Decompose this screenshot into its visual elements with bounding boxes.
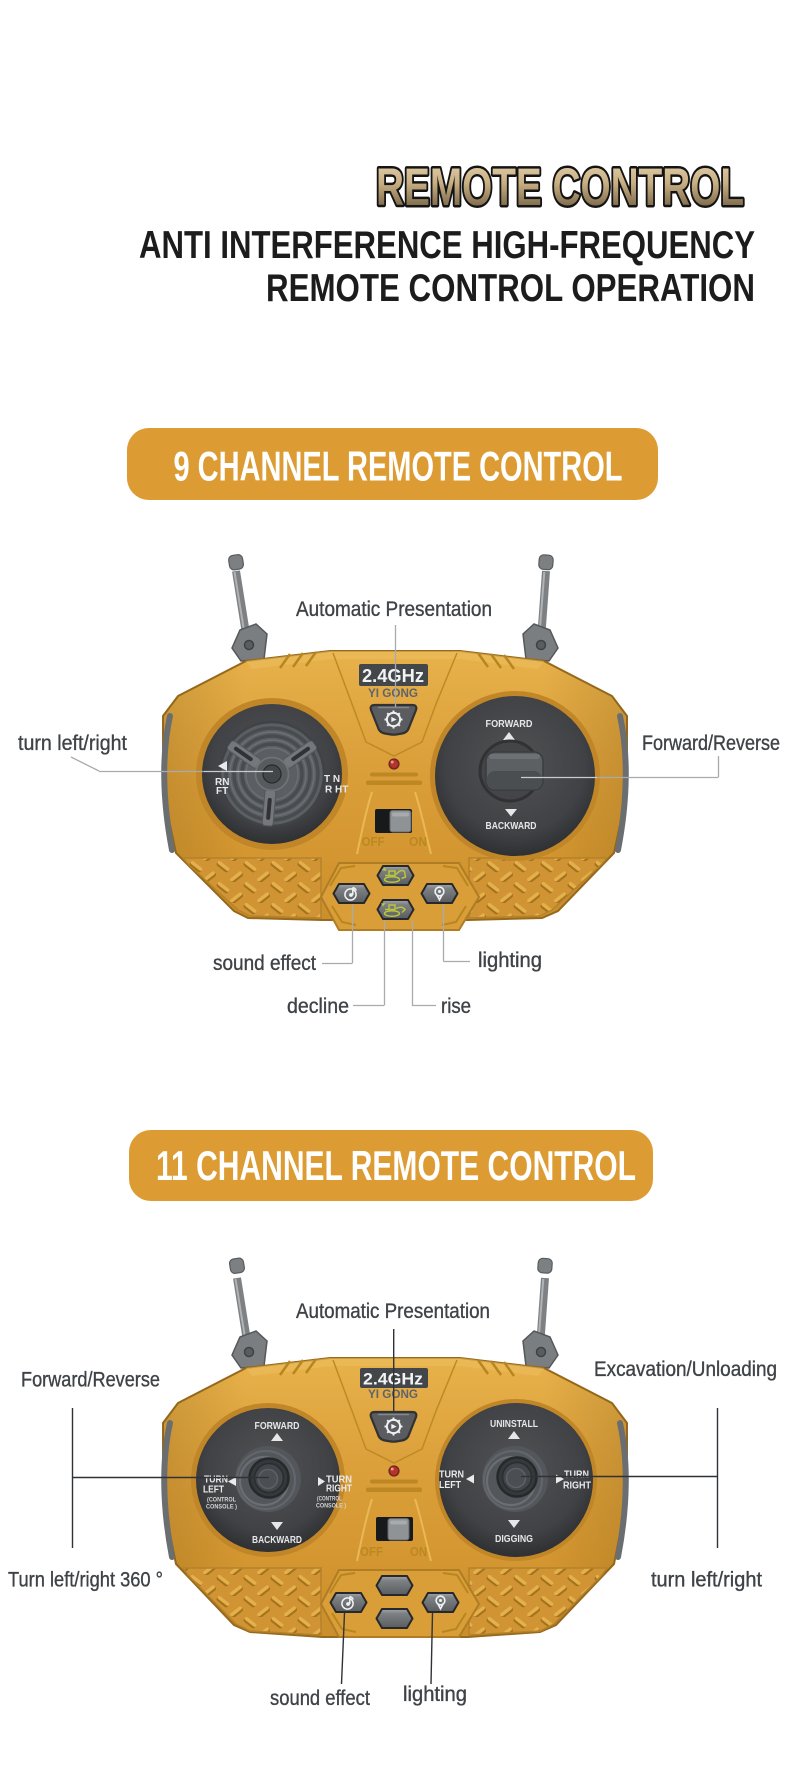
svg-text:REMOTE CONTROL: REMOTE CONTROL	[376, 158, 744, 217]
svg-text:TURN: TURN	[439, 1470, 464, 1481]
svg-text:Automatic Presentation: Automatic Presentation	[296, 1300, 490, 1323]
svg-text:9 CHANNEL REMOTE CONTROL: 9 CHANNEL REMOTE CONTROL	[174, 443, 623, 490]
svg-text:R HT: R HT	[325, 785, 348, 796]
svg-text:BACKWARD: BACKWARD	[252, 1535, 302, 1546]
svg-text:TURN: TURN	[326, 1475, 352, 1486]
svg-text:Excavation/Unloading: Excavation/Unloading	[594, 1358, 777, 1381]
svg-text:FT: FT	[216, 786, 228, 797]
svg-text:Automatic Presentation: Automatic Presentation	[296, 598, 492, 621]
svg-text:rise: rise	[441, 995, 471, 1018]
svg-text:decline: decline	[287, 995, 349, 1018]
svg-text:LEFT: LEFT	[203, 1484, 224, 1495]
svg-text:lighting: lighting	[478, 949, 542, 972]
svg-text:ANTI INTERFERENCE HIGH-FREQUEN: ANTI INTERFERENCE HIGH-FREQUENCY	[139, 224, 755, 267]
svg-text:T N: T N	[324, 774, 340, 785]
svg-text:UNINSTALL: UNINSTALL	[490, 1419, 538, 1430]
svg-text:(CONTROL: (CONTROL	[207, 1497, 236, 1504]
svg-text:FORWARD: FORWARD	[255, 1421, 300, 1432]
svg-text:OFF: OFF	[362, 834, 385, 849]
svg-text:TURN: TURN	[564, 1470, 589, 1481]
svg-text:CONSOLE ): CONSOLE )	[316, 1503, 346, 1510]
svg-text:REMOTE CONTROL OPERATION: REMOTE CONTROL OPERATION	[266, 267, 755, 310]
svg-text:LEFT: LEFT	[439, 1480, 461, 1491]
svg-text:Forward/Reverse: Forward/Reverse	[21, 1369, 160, 1392]
svg-text:Turn left/right 360 °: Turn left/right 360 °	[8, 1569, 163, 1592]
svg-text:Forward/Reverse: Forward/Reverse	[642, 732, 780, 755]
svg-text:TURN: TURN	[204, 1475, 228, 1486]
svg-text:RIGHT: RIGHT	[326, 1484, 352, 1495]
svg-text:ON: ON	[409, 834, 427, 849]
svg-text:ON: ON	[410, 1544, 427, 1559]
svg-text:11 CHANNEL REMOTE CONTROL: 11 CHANNEL REMOTE CONTROL	[156, 1142, 636, 1189]
svg-text:sound effect: sound effect	[270, 1687, 370, 1710]
svg-text:DIGGING: DIGGING	[495, 1534, 533, 1545]
svg-text:lighting: lighting	[403, 1683, 467, 1706]
svg-text:CONSOLE ): CONSOLE )	[206, 1504, 237, 1511]
svg-text:OFF: OFF	[360, 1544, 383, 1559]
svg-text:turn left/right: turn left/right	[651, 1569, 762, 1592]
svg-text:YI GONG: YI GONG	[368, 686, 418, 700]
svg-text:turn left/right: turn left/right	[18, 732, 127, 755]
svg-text:sound effect: sound effect	[213, 952, 316, 975]
svg-text:(CONTROL: (CONTROL	[317, 1496, 342, 1503]
svg-text:FORWARD: FORWARD	[486, 719, 533, 730]
svg-text:BACKWARD: BACKWARD	[486, 821, 537, 832]
svg-text:RN: RN	[215, 777, 229, 788]
svg-text:2.4GHz: 2.4GHz	[362, 666, 424, 686]
svg-text:RIGHT: RIGHT	[563, 1481, 591, 1492]
